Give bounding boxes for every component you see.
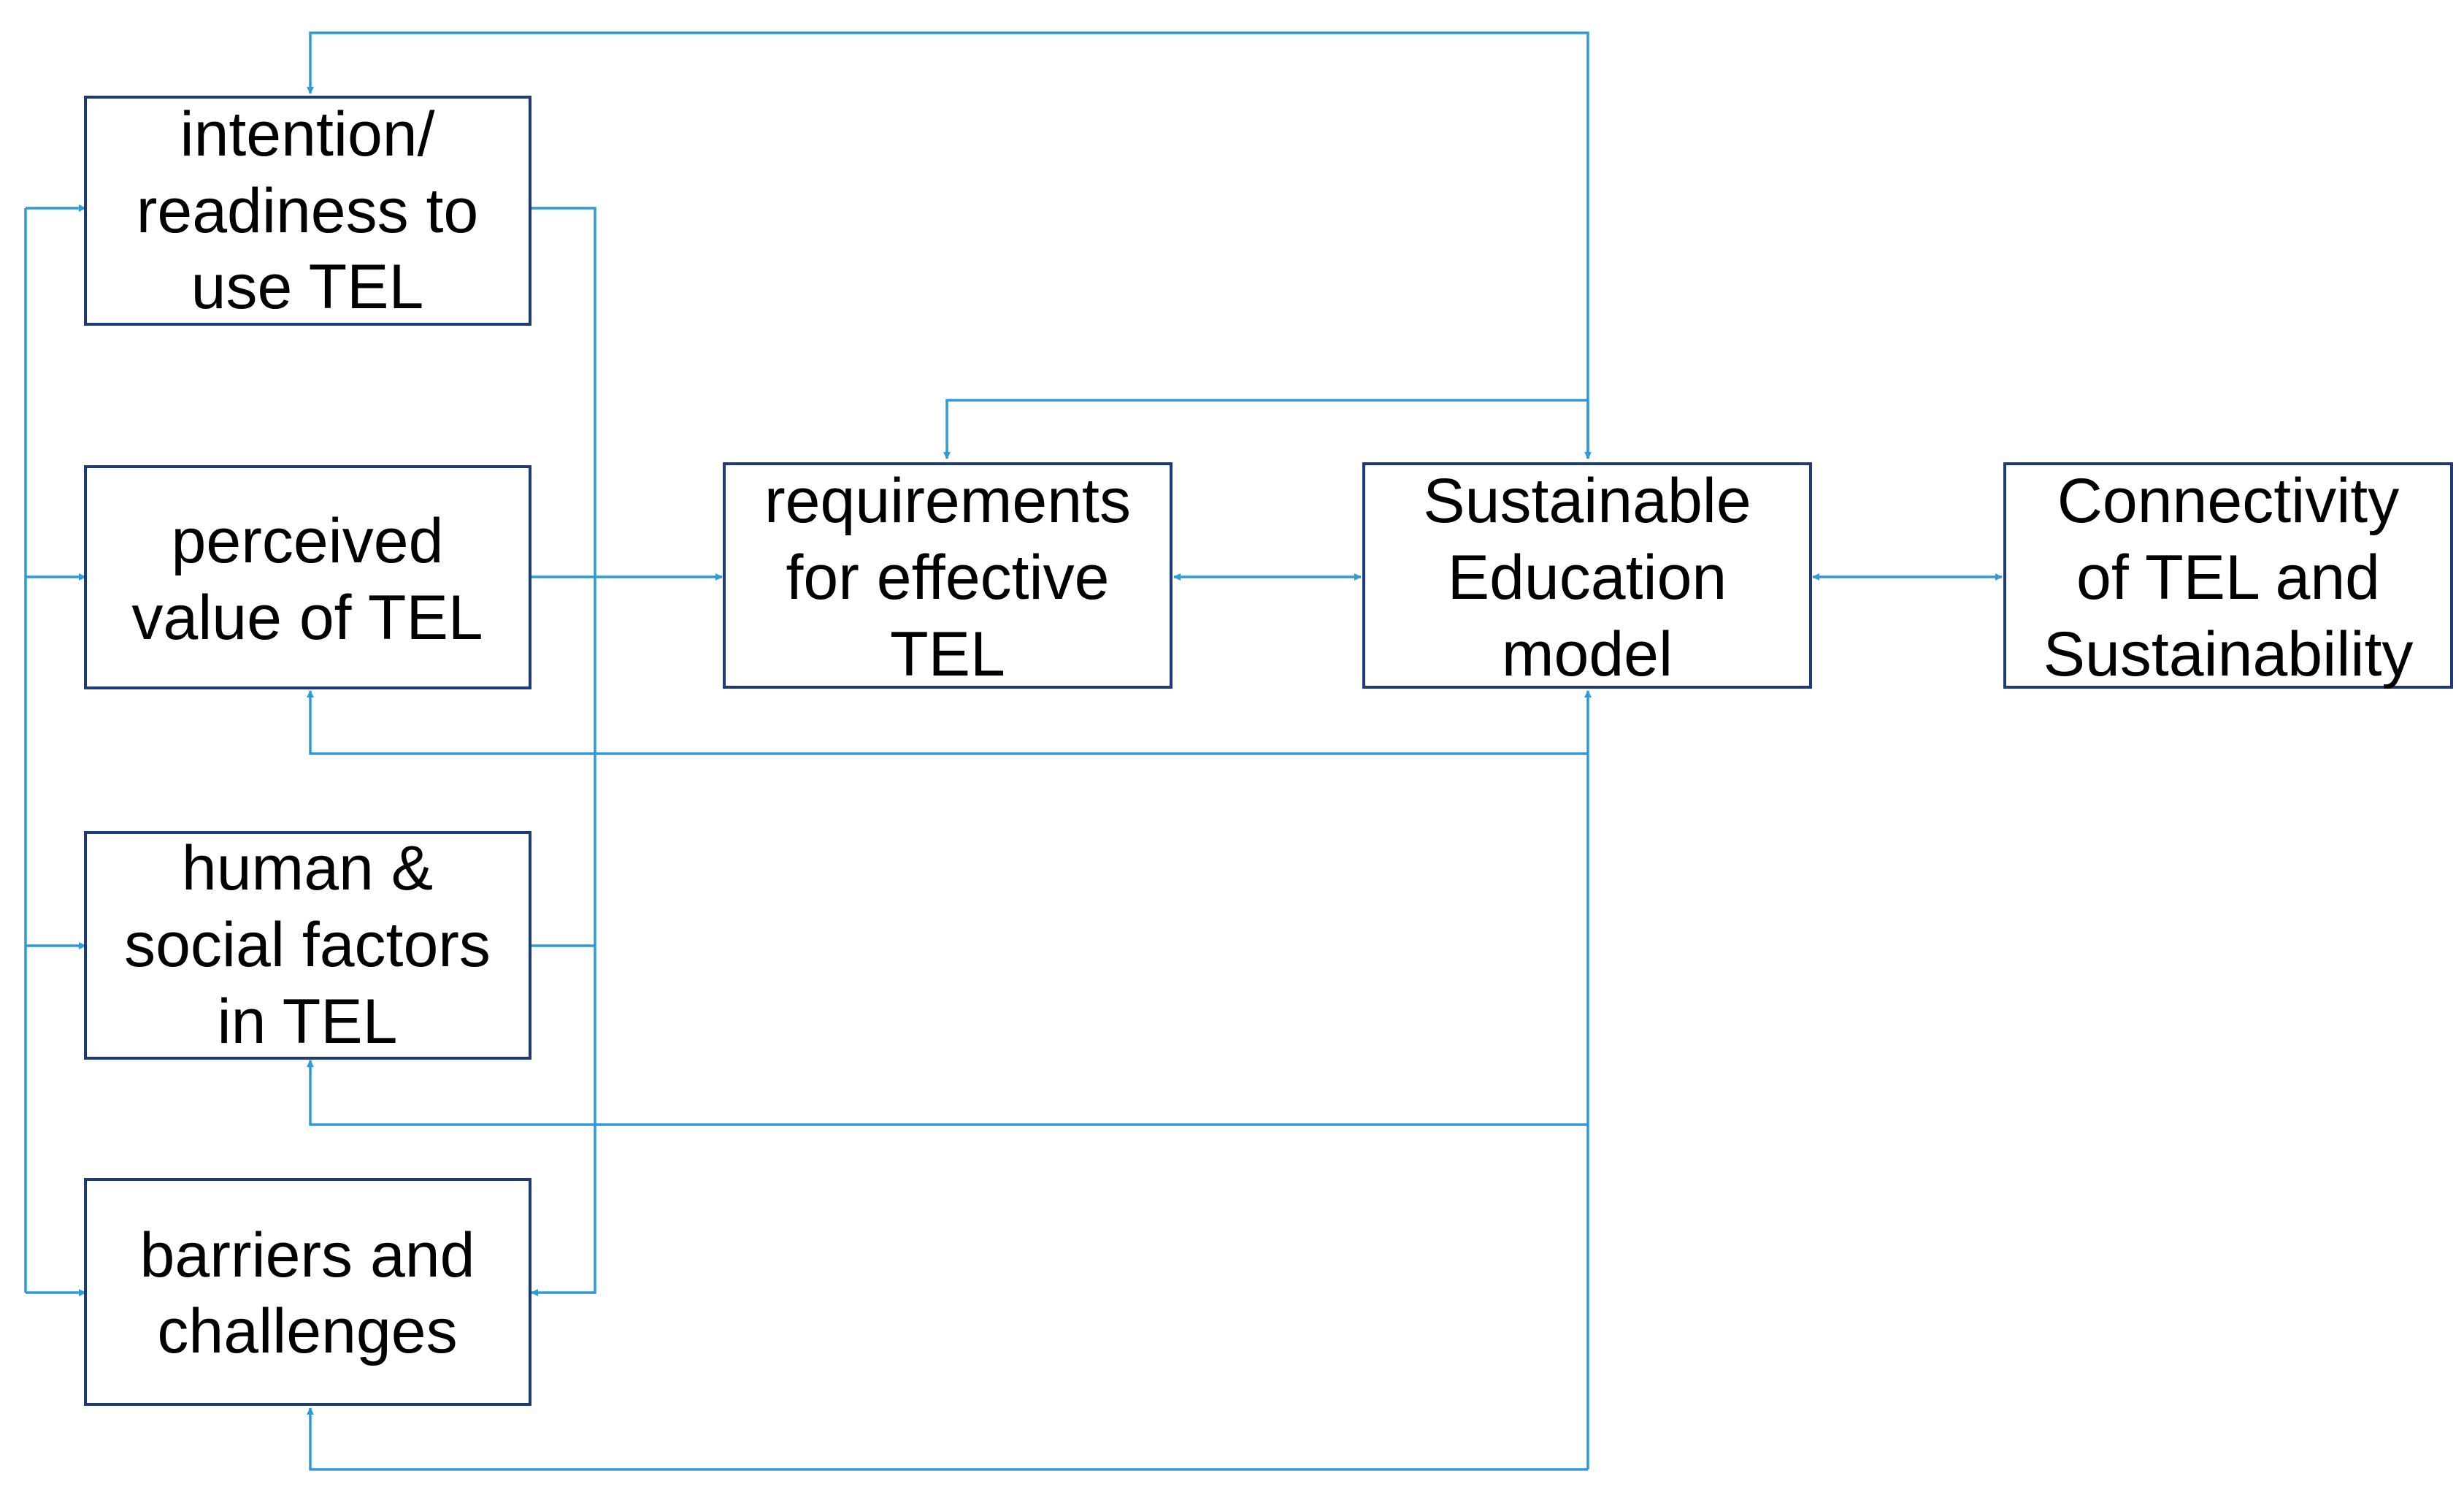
arrow-feedback-to-barriers [307,1407,1588,1471]
box-intention-line-3: use TEL [191,252,424,322]
box-human-line-1: human & [182,833,433,903]
arrow-sustainable-to-requirements-top [943,399,1588,459]
box-barriers-line-2: challenges [157,1296,457,1366]
box-intention-line-2: readiness to [137,176,479,246]
box-human-line-3: in TEL [218,987,398,1057]
box-sustainable-line-2: Education [1448,543,1727,613]
box-sustainable-line-1: Sustainable [1423,466,1751,536]
box-requirements-line-3: TEL [890,619,1005,689]
box-connectivity: Connectivity of TEL and Sustainability [2003,462,2453,689]
box-human: human & social factors in TEL [84,831,531,1060]
box-barriers: barriers and challenges [84,1178,531,1406]
box-perceived-line-2: value of TEL [131,583,483,653]
box-sustainable: Sustainable Education model [1362,462,1812,689]
arrow-feedback-to-perceived [307,690,1588,755]
box-intention-line-1: intention/ [180,99,434,169]
box-requirements: requirements for effective TEL [723,462,1172,689]
box-requirements-line-1: requirements [764,466,1131,536]
box-perceived: perceived value of TEL [84,465,531,689]
arrow-sustainable-to-intention [307,31,1589,459]
box-intention: intention/ readiness to use TEL [84,96,531,326]
arrow-feedback-to-human [307,1060,1588,1126]
box-barriers-line-1: barriers and [140,1220,475,1290]
box-sustainable-line-3: model [1502,619,1673,689]
box-connectivity-line-1: Connectivity [2057,466,2399,536]
right-bus-intention [530,207,596,1296]
box-human-line-2: social factors [124,910,491,980]
box-connectivity-line-2: of TEL and [2076,543,2380,613]
connectors [24,31,2003,1471]
box-perceived-line-1: perceived [172,506,444,576]
box-requirements-line-2: for effective [786,543,1110,613]
box-connectivity-line-3: Sustainability [2043,619,2414,689]
